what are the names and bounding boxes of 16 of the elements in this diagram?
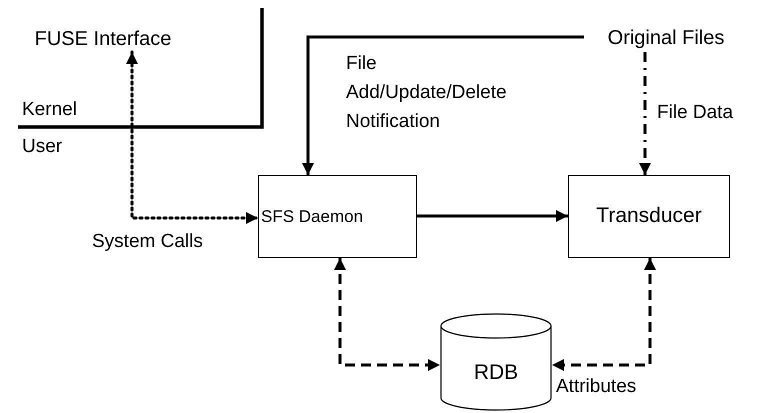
- node-label: RDB: [474, 360, 518, 386]
- arrow: [417, 210, 568, 222]
- node-label: Transducer: [596, 204, 702, 229]
- arrow: [334, 258, 440, 371]
- arrow: [639, 52, 651, 175]
- region-label: Kernel: [22, 99, 77, 121]
- node-label: Original Files: [608, 26, 724, 50]
- arrow: [552, 258, 656, 371]
- arrow: [302, 36, 584, 175]
- process-box: [258, 175, 417, 258]
- region-label: User: [22, 136, 62, 158]
- node-label: FUSE Interface: [34, 28, 172, 50]
- node-label: SFS Daemon: [261, 206, 364, 226]
- database-cylinder: [440, 313, 552, 411]
- process-box: [568, 175, 730, 258]
- arrow: [126, 50, 260, 224]
